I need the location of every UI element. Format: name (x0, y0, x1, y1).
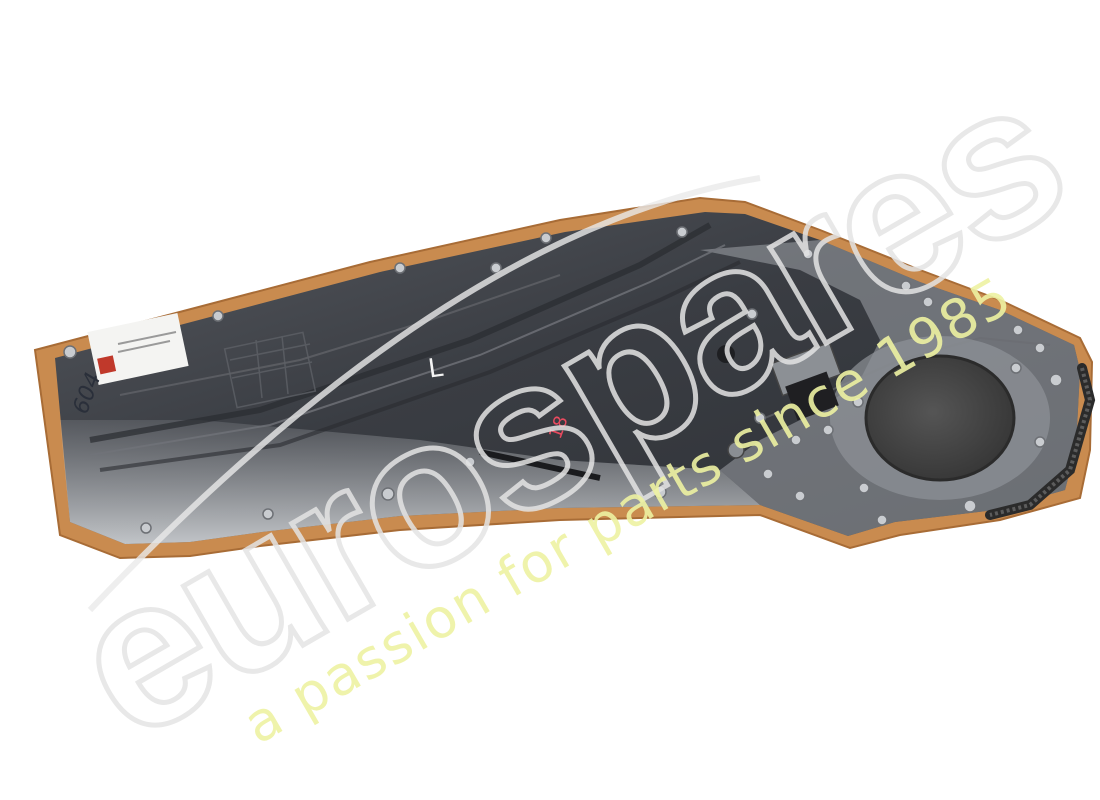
watermark-swoosh (87, 175, 761, 613)
sticker-line (117, 331, 177, 345)
panel-rib (119, 274, 561, 396)
grommet (717, 345, 735, 363)
handwritten-white-mark: L (426, 353, 445, 385)
wiring-harness (985, 363, 1096, 520)
fasteners (63, 226, 1063, 534)
panel-rib (89, 222, 712, 443)
panel-rib (89, 244, 726, 456)
embossed-grid (223, 331, 317, 409)
door-latch-mechanism (479, 341, 842, 481)
grommet (727, 441, 745, 459)
speaker-felt (864, 354, 1016, 482)
panel-rib (99, 260, 741, 472)
sticker-logo (97, 355, 117, 375)
sticker-line (117, 340, 171, 353)
